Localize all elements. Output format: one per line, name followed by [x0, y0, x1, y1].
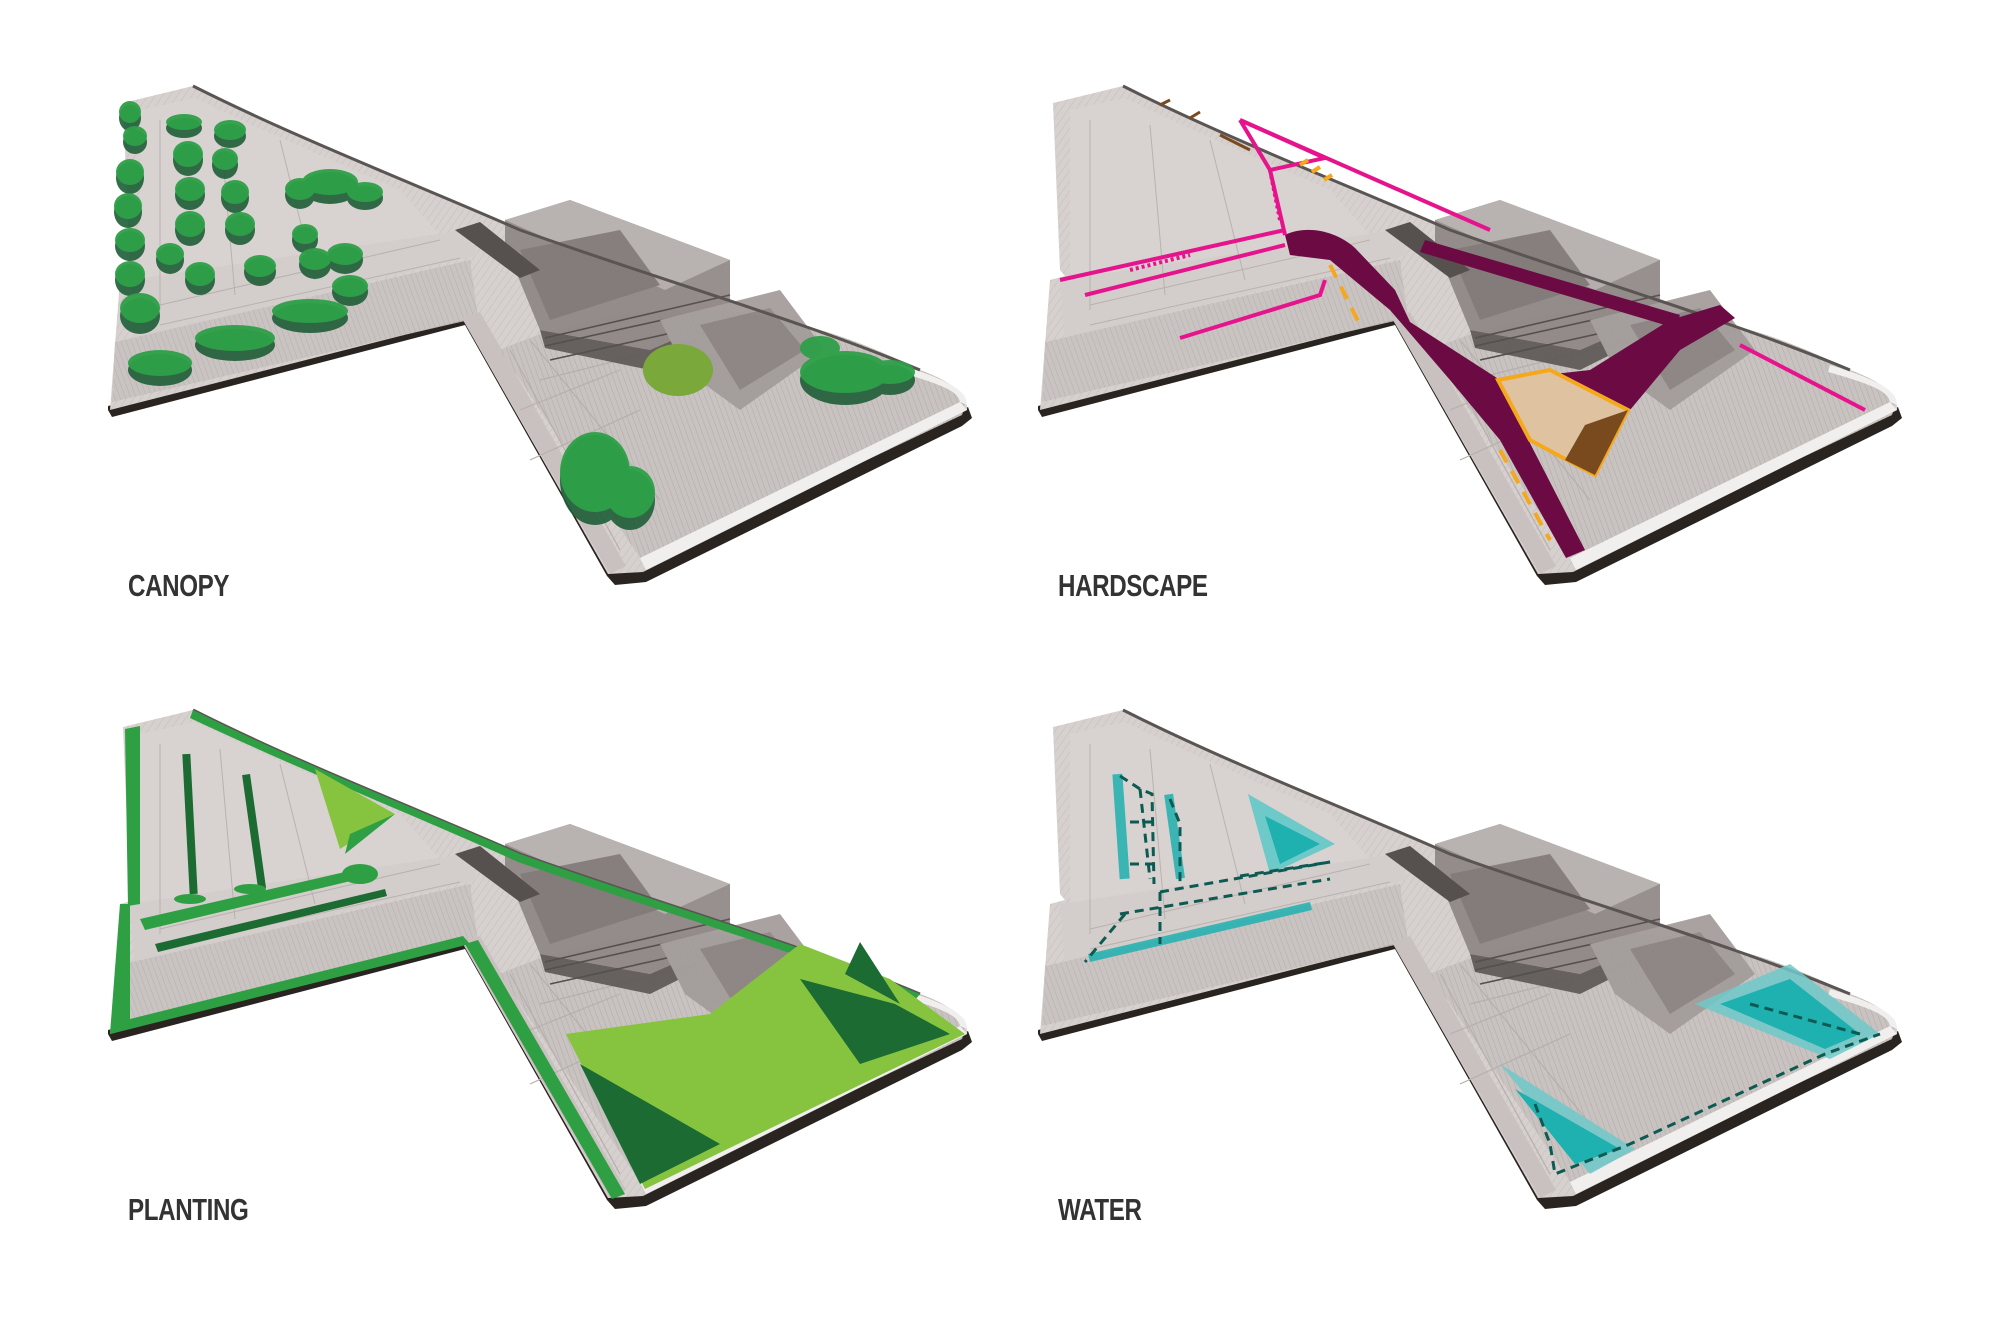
panel-label-canopy: CANOPY: [128, 568, 230, 603]
canopy-diagram: [106, 84, 974, 587]
water-layer: [1083, 773, 1881, 1177]
panel-label-water: WATER: [1058, 1192, 1142, 1227]
tree-canopy-layer: [114, 101, 915, 530]
hardscape-diagram: [1036, 84, 1904, 587]
panel-planting: PLANTING: [100, 704, 1030, 1328]
panel-label-hardscape: HARDSCAPE: [1058, 568, 1208, 603]
planting-layer: [110, 710, 965, 1199]
water-diagram: [1036, 708, 1904, 1211]
site-base: [1036, 84, 1904, 587]
site-base: [1036, 708, 1904, 1211]
hardscape-layer: [1059, 98, 1866, 558]
panel-label-planting: PLANTING: [128, 1192, 249, 1227]
site-base: [106, 708, 974, 1211]
panel-canopy: CANOPY: [100, 80, 1030, 704]
planting-diagram: [106, 708, 974, 1211]
panel-hardscape: HARDSCAPE: [1030, 80, 1960, 704]
panel-water: WATER: [1030, 704, 1960, 1328]
